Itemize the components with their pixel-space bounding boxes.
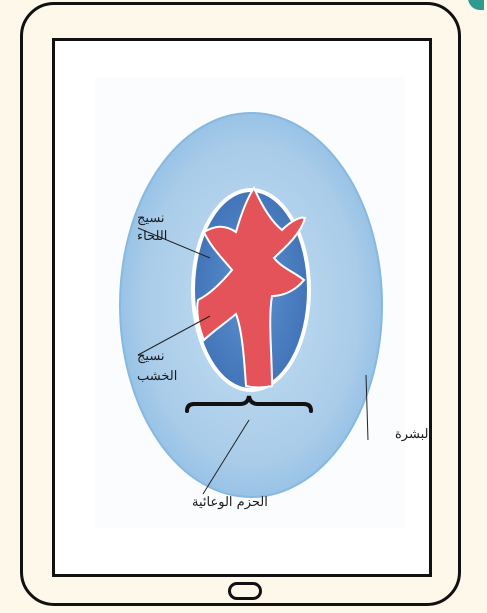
epidermis-label: البشرة bbox=[395, 427, 432, 442]
phloem-label-line1: نسيج bbox=[137, 211, 165, 226]
phloem-label-line2: اللحاء bbox=[137, 229, 167, 244]
xylem-label-line1: نسيج bbox=[137, 349, 165, 364]
xylem-label-line2: الخشب bbox=[137, 369, 177, 384]
vascular-bundles-label: الحزم الوعائية bbox=[192, 495, 268, 510]
